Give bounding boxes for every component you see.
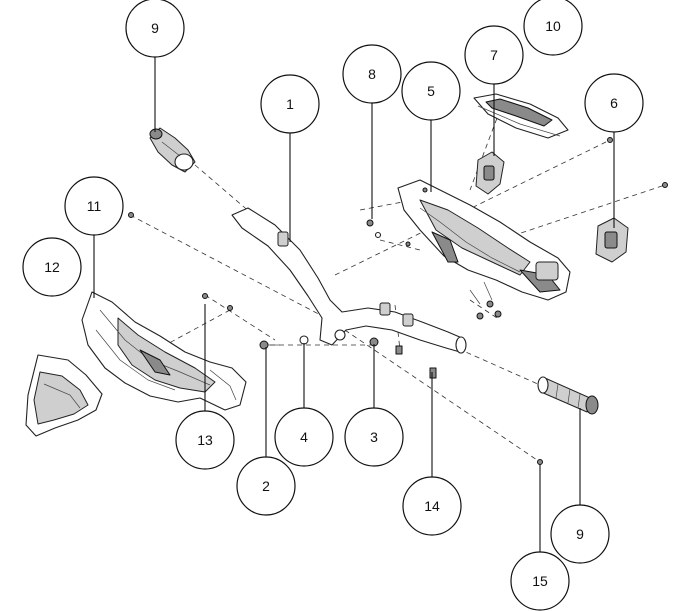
callout-label: 15: [532, 573, 548, 589]
callout-5: 5: [401, 61, 461, 121]
lower-handlebar-cover: [81, 291, 247, 411]
callout-label: 9: [151, 20, 159, 36]
handlebar-tube: [231, 207, 467, 354]
upper-handlebar-housing: [397, 179, 571, 305]
callout-12: 12: [22, 237, 82, 297]
front-cover: [25, 354, 103, 437]
callout-label: 1: [286, 96, 294, 112]
callout-label: 7: [490, 47, 498, 63]
callout-label: 9: [576, 526, 584, 542]
instrument-panel: [473, 93, 569, 139]
callout-14: 14: [402, 476, 462, 536]
callout-label: 12: [44, 259, 60, 275]
leader-lines: [93, 51, 615, 560]
callout-4: 4: [274, 407, 334, 467]
callout-label: 2: [262, 478, 270, 494]
callout-15: 15: [510, 551, 570, 611]
right-switch: [595, 217, 629, 263]
left-switch: [475, 151, 505, 195]
callout-8: 8: [342, 44, 402, 104]
callout-2: 2: [236, 456, 296, 516]
callout-label: 5: [427, 83, 435, 99]
callout-10: 10: [523, 0, 583, 56]
callout-label: 11: [87, 198, 102, 214]
callout-3: 3: [344, 407, 404, 467]
callout-9-top: 9: [125, 0, 185, 58]
right-grip: [537, 376, 599, 415]
callout-label: 4: [300, 429, 308, 445]
callout-label: 10: [545, 18, 561, 34]
callout-7: 7: [464, 25, 524, 85]
left-grip: [149, 127, 196, 173]
callout-9-bottom: 9: [550, 504, 610, 564]
callout-6: 6: [584, 73, 644, 133]
callout-1: 1: [260, 74, 320, 134]
callout-label: 13: [197, 432, 213, 448]
callout-label: 3: [370, 429, 378, 445]
callout-label: 8: [368, 66, 376, 82]
callout-label: 6: [610, 95, 618, 111]
fasteners: [128, 137, 668, 465]
callout-11: 11: [64, 176, 124, 236]
callout-13: 13: [175, 410, 235, 470]
callout-label: 14: [424, 498, 440, 514]
